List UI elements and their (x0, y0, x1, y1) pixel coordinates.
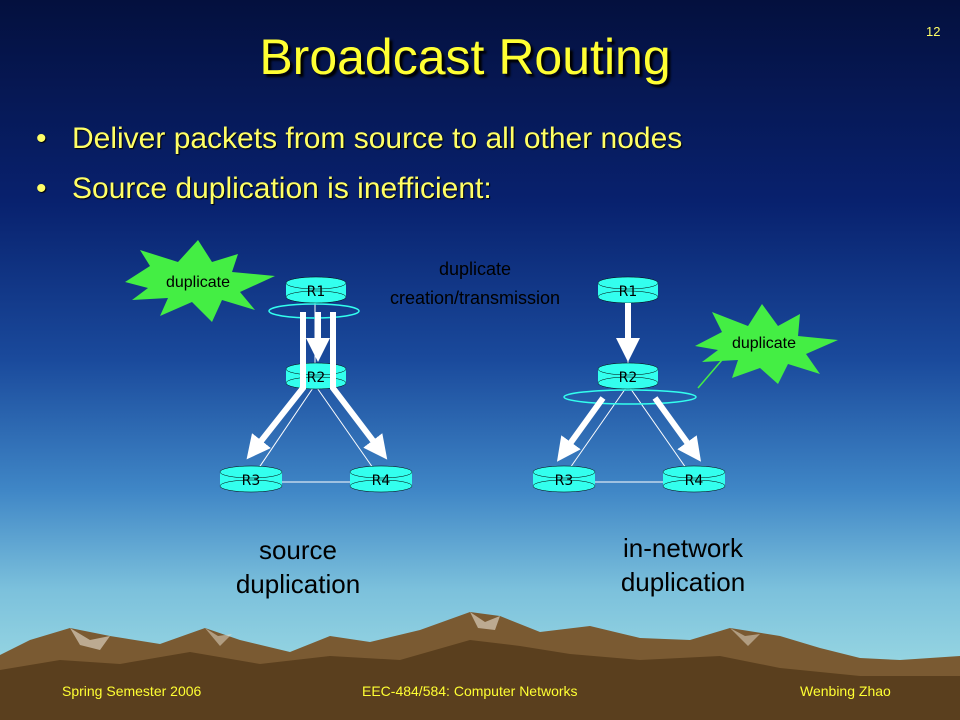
router-r4: R4 (662, 465, 726, 493)
source-duplication-diagram: R1 R2 R3 R4 duplicate (125, 240, 413, 493)
duplicate-burst: duplicate (125, 240, 275, 322)
packet-copy-arrow (246, 312, 306, 460)
bullet-text: Source duplication is inefficient: (72, 172, 492, 205)
footer-author: Wenbing Zhao (800, 683, 891, 699)
bullet-dot-icon: • (36, 172, 47, 205)
router-label: R4 (685, 473, 704, 489)
in-network-duplication-caption: in-network duplication (588, 531, 778, 599)
slide-number: 12 (926, 24, 941, 39)
duplicate-burst: duplicate (695, 304, 838, 389)
router-r4: R4 (349, 465, 413, 493)
router-label: R1 (307, 284, 326, 300)
bullet-item: • Deliver packets from source to all othe… (36, 122, 682, 156)
caption-line: in-network (623, 533, 743, 563)
router-label: R4 (372, 473, 391, 489)
bullet-text: Deliver packets from source to all other… (72, 122, 683, 155)
router-r2: R2 (285, 362, 347, 390)
duplication-ring (268, 303, 360, 319)
packet-copy-arrow (330, 312, 388, 460)
annotation-line: duplicate (438, 259, 512, 279)
router-r1: R1 (597, 276, 659, 304)
caption-line: duplication (620, 567, 746, 597)
burst-label: duplicate (166, 274, 230, 291)
router-label: R3 (242, 473, 261, 489)
router-r3: R3 (219, 465, 283, 493)
slide-title: Broadcast Routing (259, 29, 671, 85)
router-label: R2 (307, 370, 326, 386)
router-r2: R2 (597, 362, 659, 390)
source-duplication-caption: source duplication (208, 533, 388, 601)
packet-copy-arrow (556, 396, 606, 462)
in-network-duplication-diagram: R1 R2 R3 R4 dup (532, 276, 838, 493)
packet-copy-arrow (652, 396, 702, 462)
bullet-dot-icon: • (36, 122, 47, 155)
footer-course: EEC-484/584: Computer Networks (362, 683, 578, 699)
router-r1: R1 (285, 276, 347, 304)
duplicate-transmission-annotation: duplicate creation/transmission (355, 255, 595, 313)
duplication-ring (563, 389, 697, 405)
annotation-line: creation/transmission (389, 288, 561, 308)
burst-label: duplicate (732, 335, 796, 352)
router-label: R1 (619, 284, 638, 300)
router-label: R3 (555, 473, 574, 489)
footer-semester: Spring Semester 2006 (62, 683, 202, 699)
caption-line: source (258, 535, 338, 565)
caption-line: duplication (235, 569, 361, 599)
router-label: R2 (619, 370, 638, 386)
router-r3: R3 (532, 465, 596, 493)
bullet-item: • Source duplication is inefficient: (36, 172, 492, 206)
